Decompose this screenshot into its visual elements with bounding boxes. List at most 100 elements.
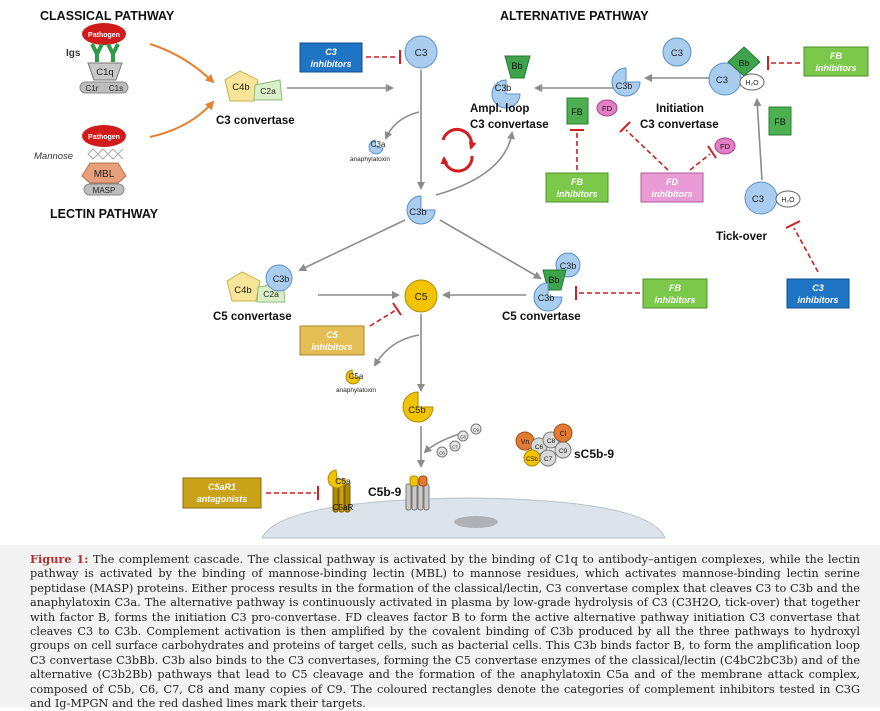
- c5b9-label: C5b-9: [368, 485, 402, 499]
- initiation-convertase: C3 Bb H₂O: [708, 46, 765, 96]
- fd-inhibition-bar-init: [707, 145, 717, 159]
- lectin-complex: Pathogen Mannose MBL MASP: [34, 125, 127, 196]
- c4b-label: C4b: [232, 82, 249, 93]
- fd-initiation-shape: [714, 137, 736, 155]
- c5-convertase-classical-label: C5 convertase: [213, 311, 292, 323]
- fb-ampl-label: FB: [571, 107, 583, 117]
- masp-label: MASP: [93, 186, 116, 195]
- c3b-alt-top-label: C3b: [560, 261, 577, 271]
- c3-initiation-label: C3: [716, 75, 728, 86]
- c5-convertase-alternative-label: C5 convertase: [502, 311, 581, 323]
- c3a-shape: [368, 139, 384, 155]
- c3-inhibition-bar-bottom: [785, 220, 801, 229]
- mbl-label: MBL: [94, 169, 115, 180]
- ampl-loop-label-2: C3 convertase: [470, 119, 549, 131]
- c3-inhibitors-line1: C3: [325, 47, 337, 57]
- initiation-label-2: C3 convertase: [640, 119, 719, 131]
- c3-inhibitors-rect: [786, 278, 850, 309]
- c3-alt-circle: [662, 37, 692, 67]
- c4b-shape: [224, 70, 259, 102]
- alternative-pathway-title: ALTERNATIVE PATHWAY: [500, 9, 649, 23]
- c1r-label: C1r: [86, 84, 99, 93]
- c3b-alt-bottom-shape: [533, 282, 563, 312]
- tick-over-label: Tick-over: [716, 231, 767, 243]
- c2a-c5-label: C2a: [263, 289, 279, 299]
- c4b-c5-shape: [226, 271, 261, 302]
- c9-circle: [554, 441, 572, 459]
- ampl-loop-label-1: Ampl. loop: [470, 103, 529, 115]
- antibody-icon: [106, 43, 120, 62]
- alternative-c5-convertase: C3b Bb C3b: [533, 252, 581, 312]
- figure-label: Figure 1:: [30, 552, 89, 566]
- membrane-attack-complex: [405, 475, 430, 511]
- c8-small-label: C8: [460, 435, 466, 440]
- fb-inhibitors-rect: [545, 172, 609, 203]
- c3-inhibitors-rect: [299, 42, 363, 73]
- c7-small-label: C7: [452, 445, 458, 450]
- c6-label: C6: [535, 444, 544, 451]
- caption-background: [0, 545, 880, 707]
- c3b-initiation-label: C3b: [616, 81, 633, 91]
- fd-inhibition-line-ampl: [625, 129, 669, 171]
- c8-label: C8: [547, 438, 556, 445]
- bb-ampl-label: Bb: [511, 61, 522, 71]
- c5-inhibitors-rect: [299, 325, 365, 356]
- lectin-pathway-title: LECTIN PATHWAY: [50, 207, 159, 221]
- ampl-loop-convertase: C3b Bb: [491, 55, 531, 109]
- fb-free-shape: [768, 106, 792, 136]
- c5ar-receptor: [327, 469, 351, 513]
- c3b-central-label: C3b: [409, 207, 426, 218]
- cl-label: Cl: [560, 431, 567, 438]
- initiation-label-1: Initiation: [656, 103, 704, 115]
- c5a-shape: [345, 369, 361, 385]
- c3b-ampl-label: C3b: [495, 83, 512, 93]
- c5-inhibition-line: [369, 309, 397, 327]
- bb-ampl-shape: [504, 55, 531, 79]
- masp-shape: [83, 183, 125, 196]
- fb-inhibitors-rect: [642, 278, 708, 309]
- c6-small-circle: [436, 446, 448, 458]
- c3-inhibitors-line2: inhibitors: [311, 59, 352, 69]
- c5b-small-label: C5b: [526, 456, 538, 463]
- fd-initiation-label: FD: [720, 142, 731, 151]
- c3-convertase-label: C3 convertase: [216, 115, 295, 127]
- c3-inhibitors-box-bottom: C3 inhibitors: [786, 278, 850, 309]
- c5-inhibitors-line2: inhibitors: [312, 342, 353, 352]
- lectin-pathogen-label: Pathogen: [88, 134, 120, 141]
- c3b-c5-label: C3b: [273, 274, 290, 284]
- c3-tickover-label: C3: [752, 194, 764, 205]
- fd-inhibitors-line1: FD: [666, 177, 678, 187]
- classical-pathway-title: CLASSICAL PATHWAY: [40, 9, 175, 23]
- terminal-components-small: C6 C7 C8 C9: [436, 423, 482, 458]
- c5ar-label: C5aR: [333, 503, 354, 512]
- c1s-label: C1s: [109, 84, 123, 93]
- fd-inhibitors-box: FD inhibitors: [640, 172, 704, 203]
- fd-inhibitors-rect: [640, 172, 704, 203]
- c3b-c5-circle: [265, 264, 293, 292]
- amplification-cycle-icon: [440, 127, 477, 173]
- c5ar1-antagonists-line1: C5aR1: [208, 482, 236, 492]
- c2a-shape: [253, 79, 283, 101]
- c3-inhibitors-bottom-line1: C3: [812, 283, 824, 293]
- c3a-label: C3a: [371, 140, 386, 149]
- c7-label: C7: [544, 456, 553, 463]
- h2o-tickover-label: H₂O: [781, 197, 795, 204]
- c3a-anaphylatoxin-label: anaphylatoxin: [350, 156, 390, 163]
- tick-over-arrow: [753, 98, 763, 181]
- c5b-label: C5b: [408, 405, 425, 416]
- c3b-initiation-shape: [611, 67, 641, 97]
- fd-inhibitors-line2: inhibitors: [652, 189, 693, 199]
- fb-inhibitors-box-middle: FB inhibitors: [545, 172, 609, 203]
- c3b-to-classical-c5-arrow: [298, 219, 406, 272]
- figure-caption: Figure 1: The complement cascade. The cl…: [30, 552, 860, 711]
- classical-c5-convertase: C4b C2a C3b: [226, 264, 293, 303]
- fb-inhibitors-c5-line1: FB: [669, 283, 681, 293]
- h2o-initiation-shape: [739, 73, 765, 91]
- c3b-ampl-shape: [491, 79, 521, 109]
- c5-circle: [404, 279, 438, 313]
- c5a-receptor-bound-label: C5a: [335, 476, 351, 486]
- c5a-anaphylatoxin-label: anaphylatoxin: [336, 387, 376, 394]
- fb-inhibitors-mid-line1: FB: [571, 177, 583, 187]
- bb-initiation-label: Bb: [739, 58, 750, 68]
- c4b-c5-label: C4b: [234, 285, 251, 296]
